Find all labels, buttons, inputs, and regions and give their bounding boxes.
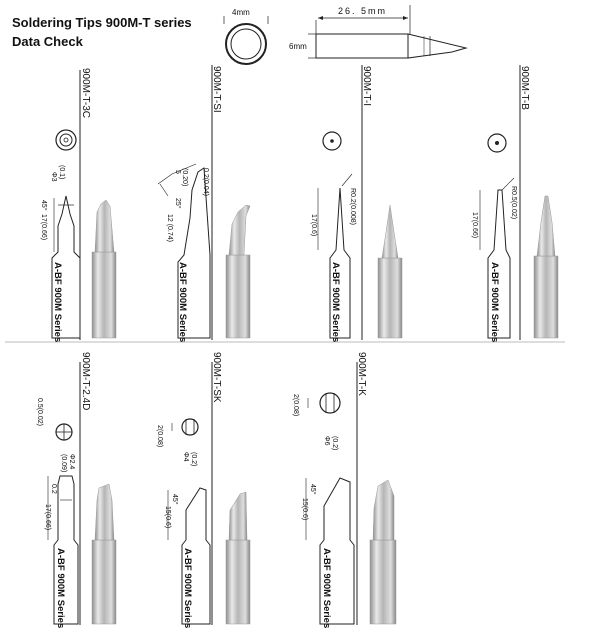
end-view-inner-circle [230,28,262,60]
dim-3: Φ6 [323,436,330,446]
dim-4: 45° [171,494,179,505]
dim-1: (0.1) [58,165,65,179]
tip-model-label: 900M-T-I [361,66,372,106]
tip-model-label: 900M-T-B [519,66,530,110]
dim-2: (0.09) [60,454,67,472]
dim-1: 0.2(0.04) [202,168,209,196]
tip-model-label: 900M-T-3C [80,68,91,118]
tip-model-label: 900M-T-K [356,352,367,396]
dim-2: Φ3 [50,172,57,182]
title-block: Soldering Tips 900M-T series Data Check [12,13,192,51]
dim-2: (0.2) [190,452,197,466]
tip-outline [319,477,355,625]
circle-dim-label: 4mm [232,8,250,17]
dim-1: 0.5(0.02) [36,398,43,426]
dim-5: 17(0.66) [44,504,51,530]
length-dim-label: 26. 5mm [338,6,387,16]
tip-card-k: 900M-T-K 2(0.08) (0.2) Φ6 45° 15(0.6) A-… [292,352,397,628]
tip-outline [329,187,351,339]
page-subtitle: Data Check [12,34,83,49]
tip-card-si: 900M-T-SI 0.2(0.04) (0.20) 5 25° 12 (0.7… [157,66,251,342]
tip-end-view [181,418,199,436]
tip-photo [533,255,559,339]
dim-4: 25° [174,198,182,209]
dim-5: 12 (0.74) [166,214,173,242]
tip-outline [181,487,211,625]
tip-end-view [55,129,77,151]
tip-photo [377,257,403,339]
tip-model-label: 900M-T-SK [211,352,222,403]
dim-4: 17(0.66) [40,214,47,240]
tip-end-view [319,392,341,414]
dim-2: 17(0.66) [471,212,478,238]
tip-photo [369,539,397,625]
top-dimension-diagram: 4mm 26. 5mm 6mm [223,5,468,65]
tip-body-label: A-BF 900M Series [52,262,63,342]
tip-photo [225,539,251,625]
tip-body-label: A-BF 900M Series [330,262,341,342]
page-title: Soldering Tips 900M-T series [12,15,192,30]
tip-end-view [322,131,342,151]
tip-model-label: 900M-T-SI [211,66,222,113]
dim-4: 0.2 [50,484,57,494]
tip-outline [53,475,79,625]
dim-3: 45° [40,200,48,211]
tip-outline [177,167,211,339]
tip-body-label: A-BF 900M Series [321,548,332,628]
tip-side-view [315,33,409,59]
dim-2: 17(0.6) [310,214,317,236]
dim-5: 15(0.6) [164,506,171,528]
tip-body-label: A-BF 900M Series [489,262,500,342]
tip-card-2-4d: 900M-T-2.4D 0.5(0.02) (0.09) Φ2.4 0.2 17… [36,352,117,628]
tip-photo [225,254,251,339]
tip-card-sk: 900M-T-SK 2(0.08) (0.2) Φ4 45° 15(0.6) A… [156,352,251,628]
dim-5: 15(0.6) [301,498,308,520]
dim-1: R0.5(0.02) [510,186,517,219]
tip-end-view [487,133,507,153]
tip-body-label: A-BF 900M Series [177,262,188,342]
tip-photo [91,251,117,339]
dim-1: 2(0.08) [156,425,163,447]
height-dim-label: 6mm [289,42,307,51]
tip-card-b: 900M-T-B R0.5(0.02) 17(0.66) A-BF 900M S… [471,66,559,342]
dim-3: Φ2.4 [68,454,75,469]
tip-photo [91,539,117,625]
tip-card-3c: 900M-T-3C (0.1) Φ3 45° 17(0.66) A-BF 900… [40,68,117,342]
dim-2: (0.2) [331,436,338,450]
tip-model-label: 900M-T-2.4D [80,352,91,410]
dim-3: 5 [174,170,181,174]
dim-1: R0.2(0.008) [349,188,356,225]
panel-dividers [5,65,565,625]
dim-2: (0.20) [181,168,188,186]
end-view-circle [225,23,267,65]
dim-1: 2(0.08) [292,394,299,416]
tip-card-i: 900M-T-I R0.2(0.008) 17(0.6) A-BF 900M S… [310,66,403,342]
dim-3: Φ4 [182,452,189,462]
dim-4: 45° [309,484,317,495]
tip-body-label: A-BF 900M Series [55,548,66,628]
tip-body-label: A-BF 900M Series [182,548,193,628]
